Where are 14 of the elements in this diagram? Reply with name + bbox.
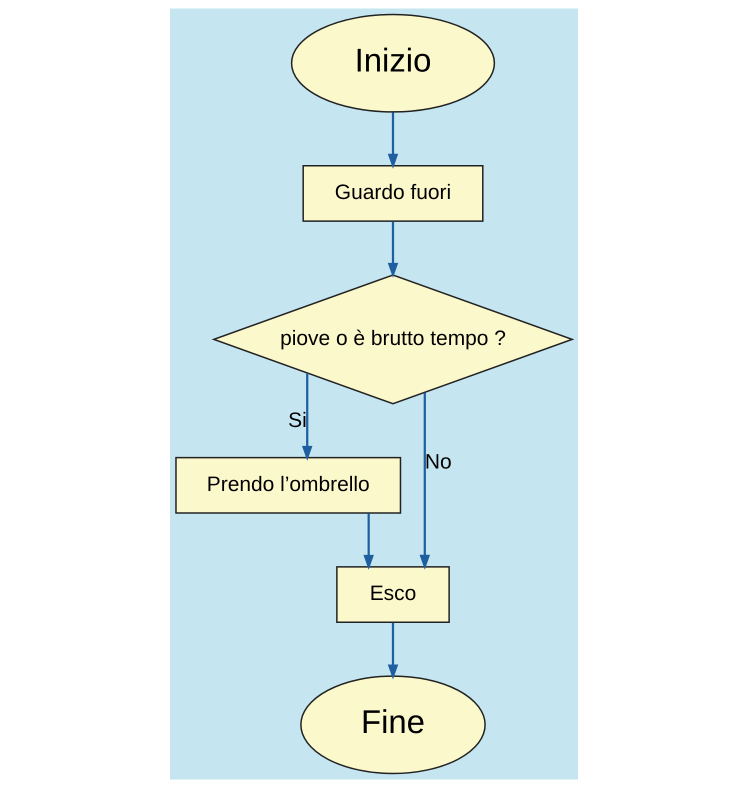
edge-label: No	[424, 450, 452, 474]
arrow	[419, 392, 430, 570]
node-box: Prendo l’ombrello	[174, 456, 401, 514]
arrow	[387, 622, 398, 680]
node-diamond: piove o è brutto tempo ?	[211, 274, 574, 405]
arrow	[301, 373, 312, 461]
node-ellipse: Inizio	[290, 14, 495, 113]
node-ellipse: Fine	[300, 675, 486, 774]
node-box: Esco	[336, 566, 450, 623]
node-box: Guardo fuori	[302, 165, 484, 222]
arrow	[362, 513, 374, 570]
arrow	[387, 112, 398, 169]
edge-label: Si	[288, 408, 306, 432]
arrow	[387, 222, 398, 278]
